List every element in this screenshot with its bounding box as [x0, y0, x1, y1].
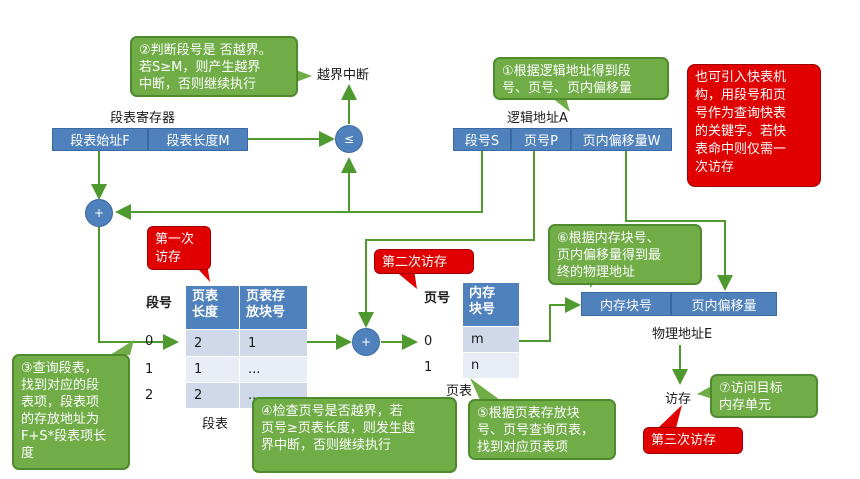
page-table-header-block: 内存 块号: [463, 283, 519, 326]
page-number-field: 页号P: [511, 128, 571, 151]
memory-block-field: 内存块号: [581, 292, 671, 316]
segment-index-header: 段号: [146, 296, 173, 311]
segment-row-1-length: 1: [186, 356, 240, 382]
step1-callout: ①根据逻辑地址得到段 号、页号、页内偏移量: [493, 57, 669, 100]
step3-callout: ③查询段表， 找到对应的段 表项，段表项 的存放地址为 F+S*段表项长 度: [12, 354, 130, 470]
step1-pointer: [552, 98, 570, 112]
segment-row-1-block: ...: [240, 356, 307, 382]
page-index-header: 页号: [424, 291, 451, 306]
step5-callout: ⑤根据页表存放块 号、页号查询页表， 找到对应页表项: [468, 399, 616, 460]
tlb-note: 也可引入快表机 构，用段号和页 号作为查询快表 的关键字。若快 表命中则仅需一 …: [687, 64, 821, 187]
step3-pointer: [110, 340, 134, 355]
physical-offset-field: 页内偏移量: [671, 292, 777, 316]
step2-callout: ②判断段号是 否越界。 若S≥M，则产生越界 中断，否则继续执行: [130, 36, 298, 97]
arrow-adder-to-segtable: [98, 227, 179, 350]
segment-register-label: 段表寄存器: [110, 111, 176, 126]
segment-row-0-block: 1: [240, 329, 307, 356]
second-access-note: 第二次访存: [374, 249, 474, 274]
page-row-0-block: m: [463, 326, 519, 352]
segment-table-length-field: 段表长度M: [148, 128, 248, 151]
step7-callout: ⑦访问目标 内存单元: [710, 374, 818, 418]
segment-row-0-length: 2: [186, 329, 240, 356]
page-offset-field: 页内偏移量W: [571, 128, 672, 151]
step6-callout: ⑥根据内存块号、 页内偏移量得到最 终的物理地址: [548, 224, 702, 285]
compare-node: ≤: [335, 125, 363, 153]
logical-address-label: 逻辑地址A: [507, 111, 568, 126]
page-row-1-block: n: [463, 352, 519, 378]
step7-pointer: [697, 385, 713, 399]
arrow-pagetable-to-physical: [519, 297, 581, 342]
segment-index-1: 1: [145, 362, 154, 377]
step4-callout: ④检查页号是否越界，若 页号≥页表长度，则发生越 界中断，否则继续执行: [252, 397, 457, 473]
first-access-note: 第一次 访存: [147, 226, 211, 270]
page-index-0: 0: [424, 334, 433, 349]
physical-address-label: 物理地址E: [652, 327, 713, 342]
segment-number-field: 段号S: [453, 128, 511, 151]
arrow-pageno-to-adder2: [358, 150, 535, 328]
adder-node-page: +: [352, 328, 380, 356]
segment-table-start-field: 段表始址F: [52, 128, 148, 151]
step5-pointer: [470, 378, 500, 400]
segment-index-0: 0: [145, 334, 154, 349]
third-access-pointer: [658, 405, 682, 428]
step2-pointer: [296, 70, 312, 82]
segment-index-2: 2: [145, 388, 154, 403]
segment-table-header-block: 页表存 放块号: [240, 286, 307, 329]
segment-row-2-length: 2: [186, 382, 240, 408]
page-index-1: 1: [424, 360, 433, 375]
second-access-pointer: [394, 270, 417, 289]
arrow-offset-to-physical: [625, 150, 733, 291]
arrow-segno-to-compare: [341, 150, 483, 213]
segment-table-caption: 段表: [202, 417, 229, 432]
third-access-note: 第三次访存: [643, 427, 743, 454]
overflow-interrupt-label: 越界中断: [317, 68, 370, 83]
memory-access-label: 访存: [665, 392, 692, 407]
page-table-caption: 页表: [446, 384, 473, 399]
segment-table-header-length: 页表 长度: [186, 286, 240, 329]
adder-node-segment: +: [85, 199, 113, 227]
